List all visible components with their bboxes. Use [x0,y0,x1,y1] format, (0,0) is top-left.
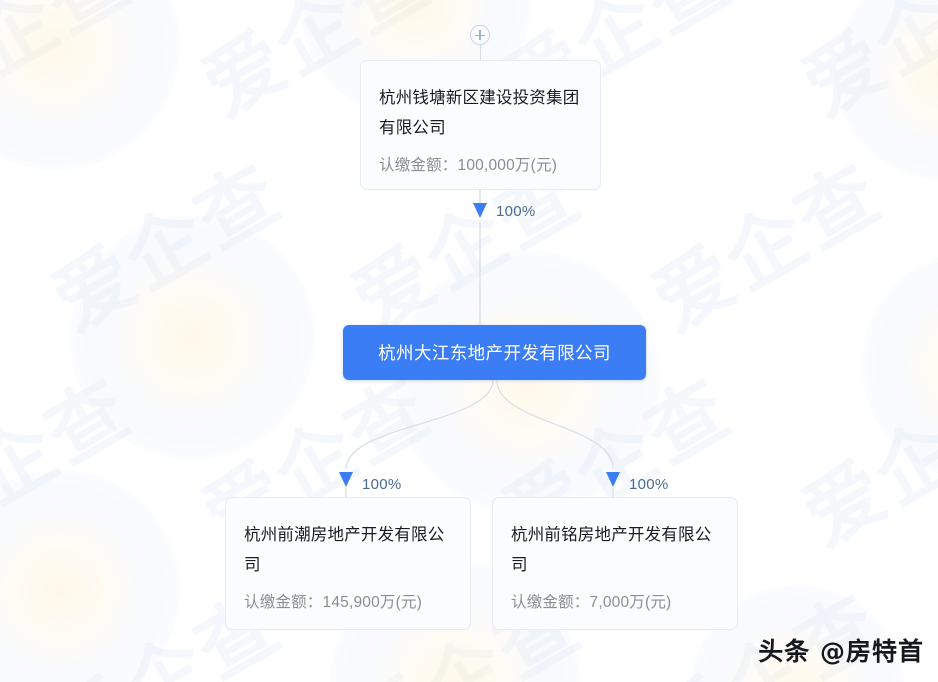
arrow-parent-to-root [473,203,487,218]
child-node-1-card[interactable]: 杭州前潮房地产开发有限公司 认缴金额：145,900万(元) [225,497,471,630]
child-node-2-name: 杭州前铭房地产开发有限公司 [511,526,712,574]
child-node-2-card[interactable]: 杭州前铭房地产开发有限公司 认缴金额：7,000万(元) [492,497,738,630]
edge-label-parent-1-ratio: 100% [496,203,536,220]
parent-node-1[interactable]: 杭州钱塘新区建设投资集团有限公司 认缴金额：100,000万(元) [360,60,601,190]
edge-label-child-1-ratio: 100% [362,476,402,493]
arrow-root-to-child-2 [606,472,620,487]
expand-parents-toggle[interactable] [470,25,490,45]
parent-node-1-name: 杭州钱塘新区建设投资集团有限公司 [379,89,580,137]
child-node-2-amount: 认缴金额：7,000万(元) [511,594,672,611]
child-node-1[interactable]: 杭州前潮房地产开发有限公司 认缴金额：145,900万(元) [225,497,471,630]
parent-node-1-card[interactable]: 杭州钱塘新区建设投资集团有限公司 认缴金额：100,000万(元) [360,60,601,190]
edge-root-to-child-2 [496,379,614,470]
expand-toggle-stem [480,45,481,61]
child-node-1-name: 杭州前潮房地产开发有限公司 [244,526,445,574]
parent-node-1-amount: 认缴金额：100,000万(元) [379,157,558,174]
child-node-2[interactable]: 杭州前铭房地产开发有限公司 认缴金额：7,000万(元) [492,497,738,630]
edge-label-child-2-ratio: 100% [629,476,669,493]
root-node[interactable]: 杭州大江东地产开发有限公司 [343,325,646,380]
edge-root-to-child-1 [345,379,494,470]
root-node-name: 杭州大江东地产开发有限公司 [378,343,611,363]
arrow-root-to-child-1 [339,472,353,487]
child-node-1-amount: 认缴金额：145,900万(元) [244,594,423,611]
channel-signature: 头条 @房特首 [758,637,924,666]
